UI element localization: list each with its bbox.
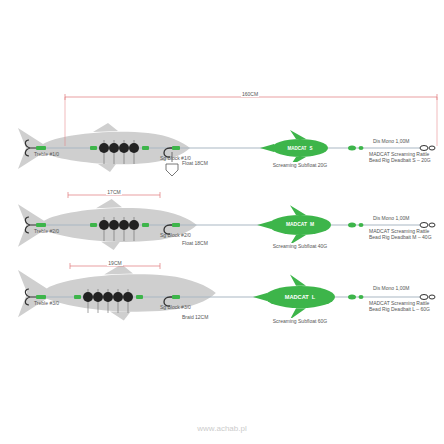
rattle-bead — [99, 220, 109, 230]
swivel — [429, 223, 435, 227]
float-body: MADCATL — [265, 286, 335, 309]
size-text: L — [312, 294, 315, 300]
part-label: Braid 12CM — [182, 314, 208, 320]
dimension-tick — [160, 263, 161, 269]
part-label: Sg Block #3/0 — [160, 304, 191, 310]
part-label: Treble #3/0 — [34, 300, 59, 306]
brand-text: MADCAT — [287, 146, 306, 151]
part-label: Sg Block #2/0 — [160, 232, 191, 238]
rattle-bead — [129, 220, 139, 230]
sleeve — [172, 295, 180, 299]
watermark: www.achab.pl — [197, 424, 246, 434]
rattle-bead — [109, 143, 119, 153]
rattle-bead — [109, 220, 119, 230]
product-label: MADCAT Screaming Rattle Bead Rig Deadbai… — [368, 228, 436, 240]
brand-text: MADCAT — [286, 222, 307, 227]
stopper — [90, 146, 97, 150]
fish-silhouette — [18, 264, 216, 320]
swivel — [429, 146, 435, 150]
sleeve — [172, 146, 180, 150]
dimension-label: 160CM — [241, 91, 259, 97]
size-text: S — [310, 146, 313, 151]
sleeve — [36, 146, 46, 150]
part-label: Screaming Subfloat 40G — [272, 243, 328, 249]
dimension-extension — [65, 97, 66, 146]
rattle-bead — [129, 143, 139, 153]
product-label: MADCAT Screaming Rattle Bead Rig Deadbai… — [368, 151, 436, 163]
stopper — [74, 295, 81, 299]
part-label: Screaming Subfloat 20G — [272, 162, 328, 168]
fish-silhouette — [18, 199, 197, 250]
sleeve — [36, 295, 46, 299]
swivel — [420, 146, 428, 151]
swivel — [420, 223, 428, 228]
stopper — [142, 223, 149, 227]
part-label: Treble #2/0 — [34, 228, 59, 234]
dimension-tick — [160, 192, 161, 198]
stopper — [136, 295, 143, 299]
bead — [359, 223, 364, 227]
part-label: Float 18CM — [182, 160, 208, 166]
rattle-bead — [113, 292, 123, 302]
part-label: Dis Mono 1,00M — [372, 285, 410, 291]
dimension-tick — [70, 263, 71, 269]
dimension-extension — [437, 97, 438, 146]
part-label: Treble #1/0 — [34, 151, 59, 157]
size-text: M — [310, 222, 314, 227]
stopper — [142, 146, 149, 150]
sleeve — [36, 223, 46, 227]
brand-text: MADCAT — [285, 294, 309, 300]
rattle-bead — [103, 292, 113, 302]
part-label: Float 18CM — [182, 240, 208, 246]
product-label: MADCAT Screaming Rattle Bead Rig Deadbai… — [368, 300, 436, 312]
bead — [348, 223, 356, 228]
stopper — [90, 223, 97, 227]
sleeve — [172, 223, 180, 227]
rattle-bead — [83, 292, 93, 302]
rattle-bead — [123, 292, 133, 302]
rattle-bead — [119, 220, 129, 230]
swivel — [429, 295, 435, 299]
swivel — [420, 295, 428, 300]
rattle-bead — [93, 292, 103, 302]
dimension-label: 17CM — [106, 189, 121, 195]
dimension-tick — [68, 192, 69, 198]
rattle-bead — [99, 143, 109, 153]
float-body: MADCATM — [269, 215, 331, 235]
part-label: Screaming Subfloat 60G — [272, 318, 328, 324]
bead — [359, 146, 364, 150]
rattle-bead — [119, 143, 129, 153]
part-label: Dis Mono 1,00M — [372, 215, 410, 221]
bead — [359, 295, 364, 299]
part-label: Dis Mono 1,00M — [372, 138, 410, 144]
dimension-label: 19CM — [107, 260, 122, 266]
bead — [348, 146, 356, 151]
float-body: MADCAT S — [272, 139, 328, 157]
bead — [348, 295, 356, 300]
